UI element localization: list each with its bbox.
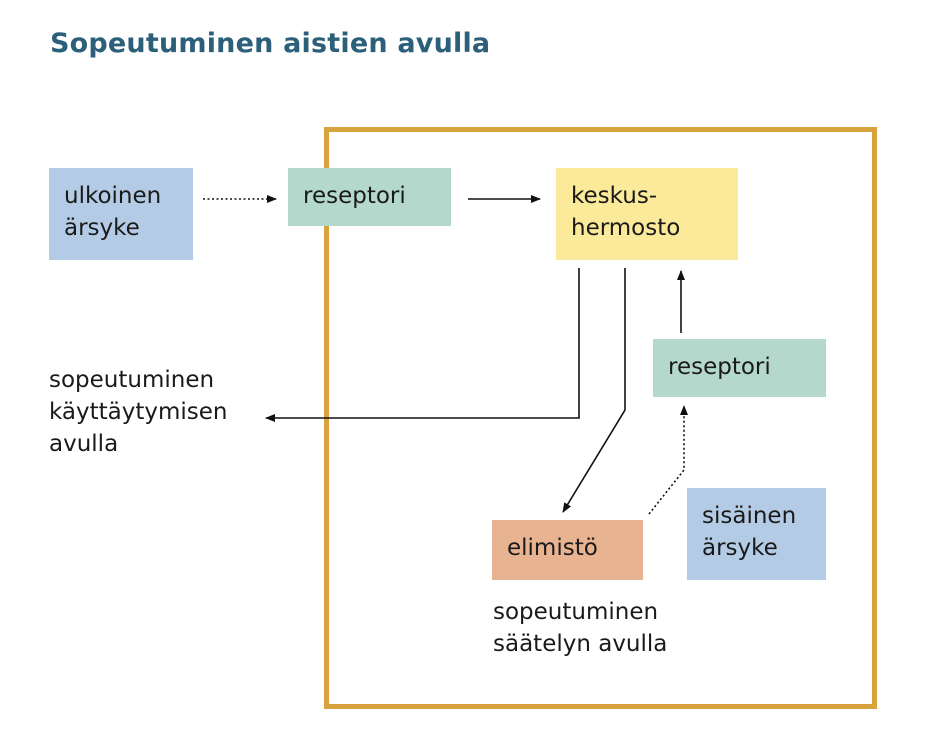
node-organism: elimistö [492,520,643,580]
node-receptor-top: reseptori [288,168,451,226]
page-title: Sopeutuminen aistien avulla [50,28,491,59]
arrow-cns-to-organism [562,268,626,513]
label-behavior-adaptation: sopeutuminen käyttäytymisen avulla [49,367,228,457]
arrow-cns-to-behavior [265,268,580,422]
arrow-internal-to-receptor [648,405,688,515]
node-internal-stimulus: sisäinen ärsyke [687,488,826,580]
label-regulation-adaptation: sopeutuminen säätelyn avulla [493,599,668,657]
node-receptor-right: reseptori [653,339,826,397]
node-central-nervous-system: keskus- hermosto [556,168,738,260]
node-external-stimulus: ulkoinen ärsyke [49,168,193,260]
